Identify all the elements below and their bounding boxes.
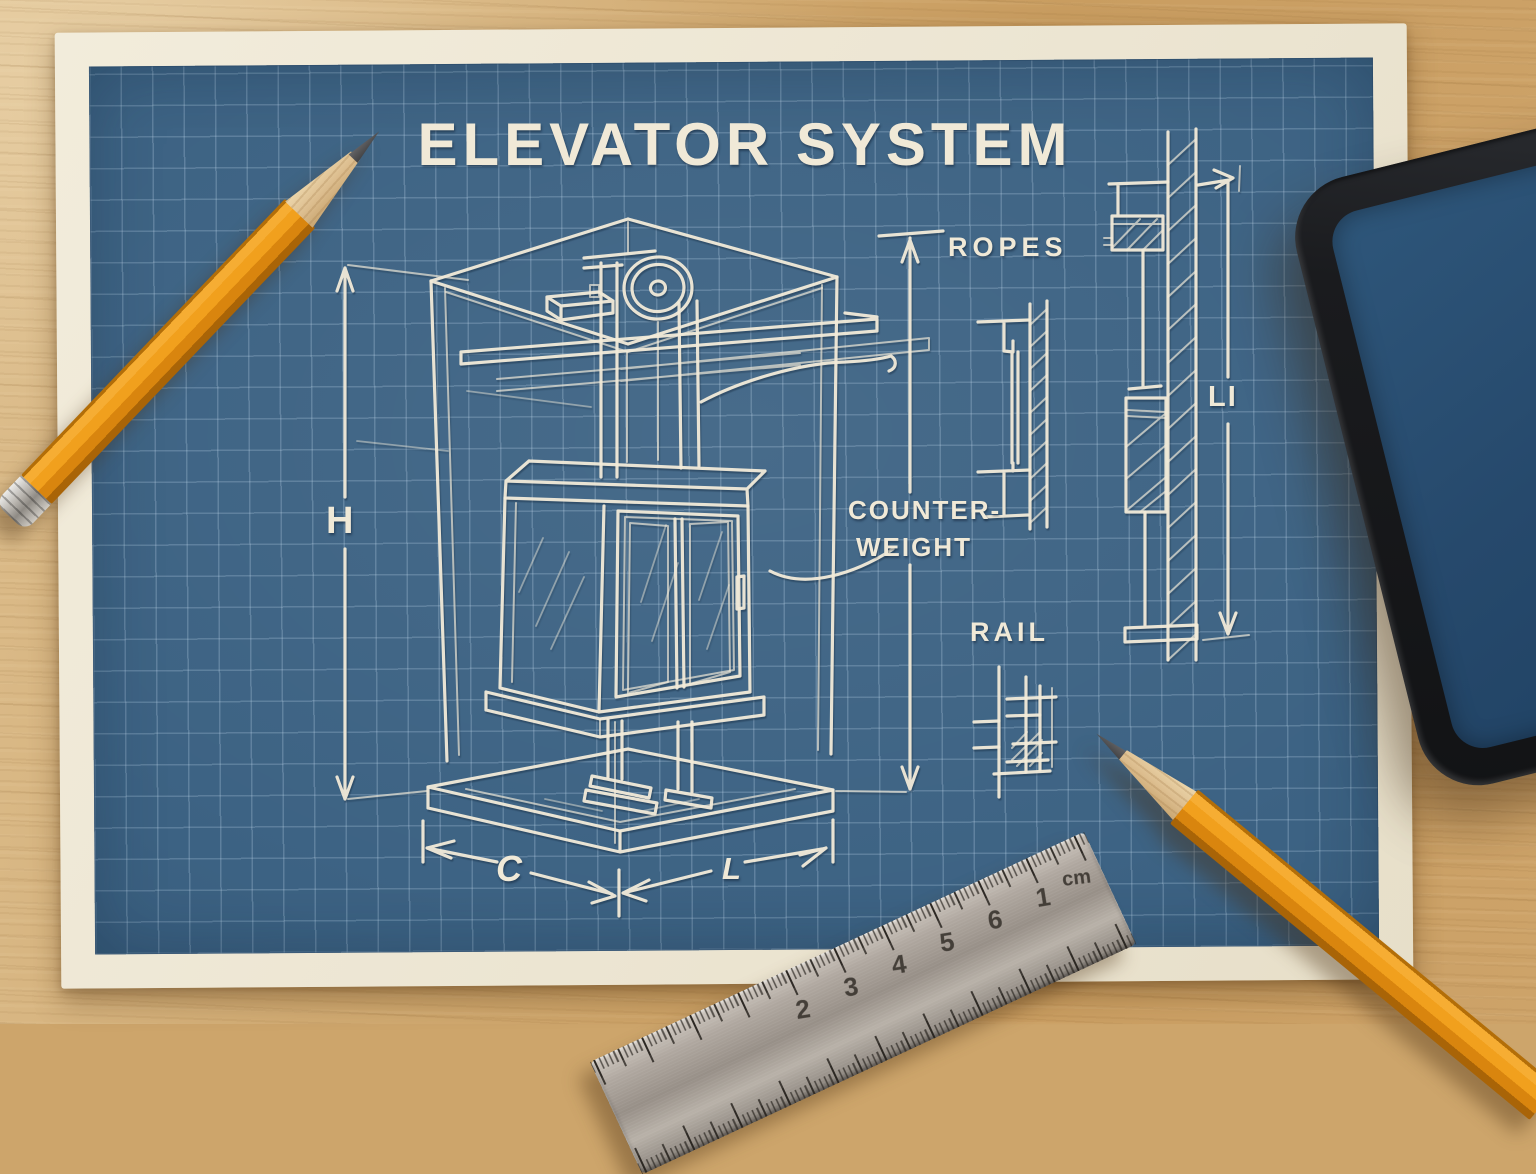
label-rail: RAIL	[970, 617, 1049, 647]
label-counterweight-line2: WEIGHT	[856, 532, 972, 562]
blueprint-grid	[88, 57, 1380, 955]
dimension-label-cab-width: L	[722, 851, 741, 886]
dimension-label-counterweight-rail: LI	[1208, 381, 1238, 413]
dimension-label-height: H	[326, 500, 354, 542]
dimension-label-cab-depth: C	[496, 848, 522, 889]
label-counterweight: COUNTER- WEIGHT	[848, 492, 1001, 566]
label-counterweight-line1: COUNTER-	[848, 495, 1002, 525]
label-ropes: ROPES	[948, 232, 1068, 262]
blueprint-title: ELEVATOR SYSTEM	[417, 111, 1073, 178]
